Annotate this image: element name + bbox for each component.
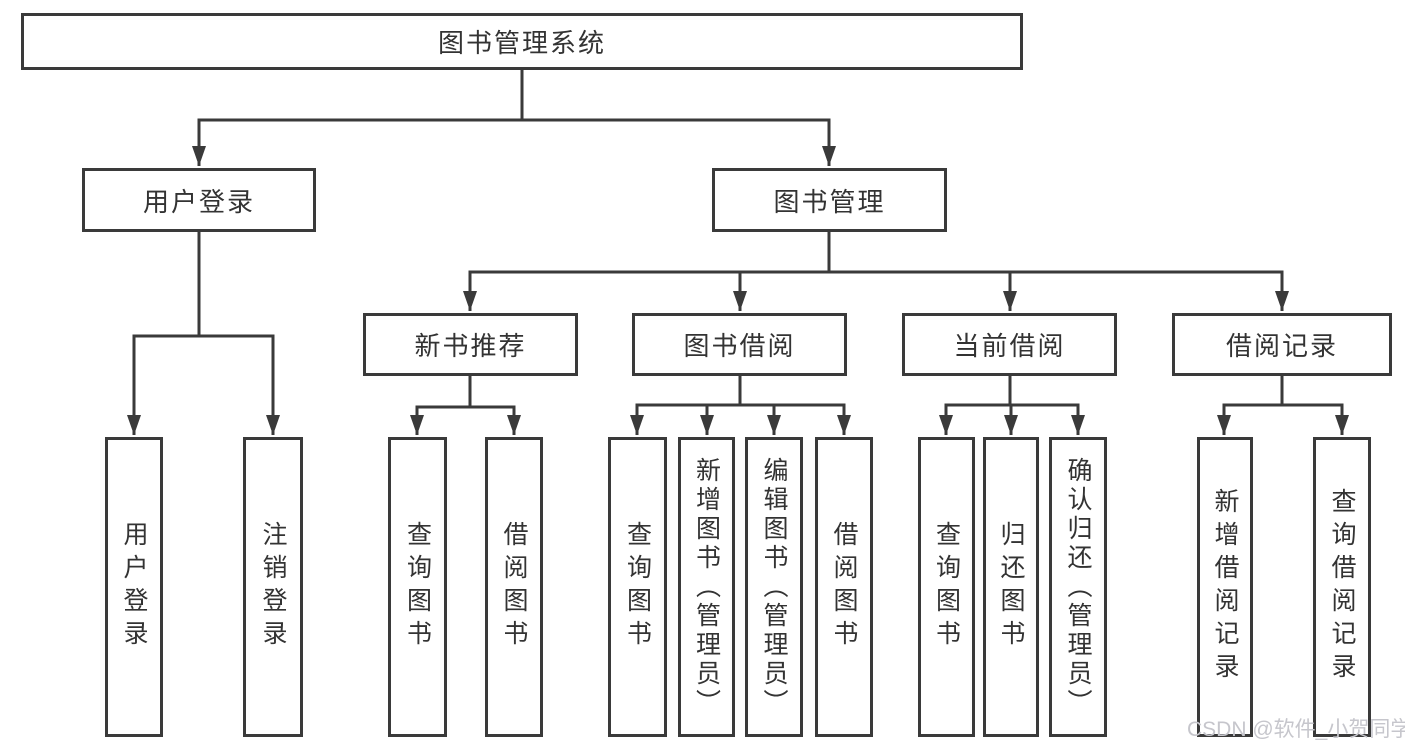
node-new-book-recommend: 新书推荐 <box>363 313 578 376</box>
connector-root-to-level2 <box>192 70 836 166</box>
watermark: CSDN @软件_小贺同学 <box>1187 718 1405 741</box>
node-user-login: 用户登录 <box>82 168 316 232</box>
leaf-current-confirm-return-admin: 确认归还（管理员） <box>1049 437 1107 737</box>
leaf-current-return-book: 归还图书 <box>983 437 1039 737</box>
leaf-borrow-query-book: 查询图书 <box>608 437 667 737</box>
connector-borrow-records-children <box>1217 376 1349 435</box>
leaf-borrow-add-book-admin: 新增图书（管理员） <box>678 437 735 737</box>
node-root: 图书管理系统 <box>21 13 1023 70</box>
leaf-current-query-book: 查询图书 <box>918 437 975 737</box>
leaf-newbooks-borrow-book: 借阅图书 <box>485 437 543 737</box>
connector-book-mgmt-children <box>463 232 1289 311</box>
connector-new-books-children <box>410 376 521 435</box>
connector-book-borrow-children <box>630 376 851 435</box>
connector-user-login-children <box>127 232 280 435</box>
leaf-records-query-record: 查询借阅记录 <box>1313 437 1371 737</box>
leaf-newbooks-query-book: 查询图书 <box>388 437 447 737</box>
connector-current-borrow-children <box>939 376 1085 435</box>
leaf-borrow-borrow-book: 借阅图书 <box>815 437 873 737</box>
node-current-borrow: 当前借阅 <box>902 313 1117 376</box>
leaf-borrow-edit-book-admin: 编辑图书（管理员） <box>745 437 803 737</box>
node-book-management: 图书管理 <box>712 168 947 232</box>
leaf-logout: 注销登录 <box>243 437 303 737</box>
leaf-user-login: 用户登录 <box>105 437 163 737</box>
node-book-borrow: 图书借阅 <box>632 313 847 376</box>
node-borrow-records: 借阅记录 <box>1172 313 1392 376</box>
leaf-records-add-record: 新增借阅记录 <box>1197 437 1253 737</box>
